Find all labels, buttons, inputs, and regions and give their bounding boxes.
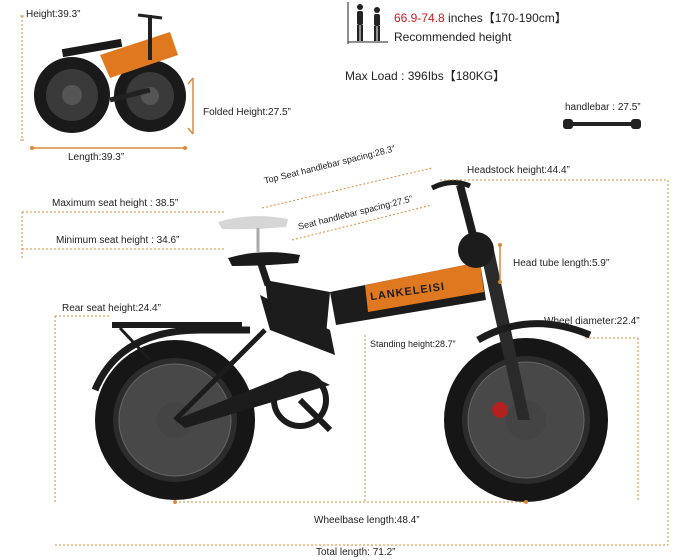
recommended-height: Recommended height [394,30,512,44]
height-label: Height:39.3” [26,9,81,20]
standing-height-label: Standing height:28.7” [370,339,456,349]
folded-bike-icon [34,13,186,133]
max-seat-height-label: Maximum seat height : 38.5” [52,198,179,209]
wheel-diameter-label: Wheel diameter:22.4” [544,316,640,327]
person-silhouette-icon [347,2,388,44]
handlebar-icon [563,119,641,129]
wheelbase-length-label: Wheelbase length:48.4” [314,515,420,526]
min-seat-height-label: Minimum seat height : 34.6” [56,235,180,246]
max-load: Max Load : 396Ibs【180KG】 [345,69,506,83]
height-range-line: 66.9-74.8 inches【170-190cm】 [394,9,567,26]
rear-seat-height-label: Rear seat height:24.4” [62,303,161,314]
handlebar-label: handlebar : 27.5” [565,102,641,113]
height-unit: inches【170-190cm】 [444,11,567,25]
head-tube-length-label: Head tube length:5.9” [513,258,610,269]
headstock-height-label: Headstock height:44.4” [467,165,570,176]
total-length-label: Total length: 71.2” [316,547,396,558]
height-range: 66.9-74.8 [394,11,445,25]
bike-icon [91,180,608,502]
folded-height-label: Folded Height:27.5” [203,107,291,118]
length-label: Length:39.3” [68,152,125,163]
